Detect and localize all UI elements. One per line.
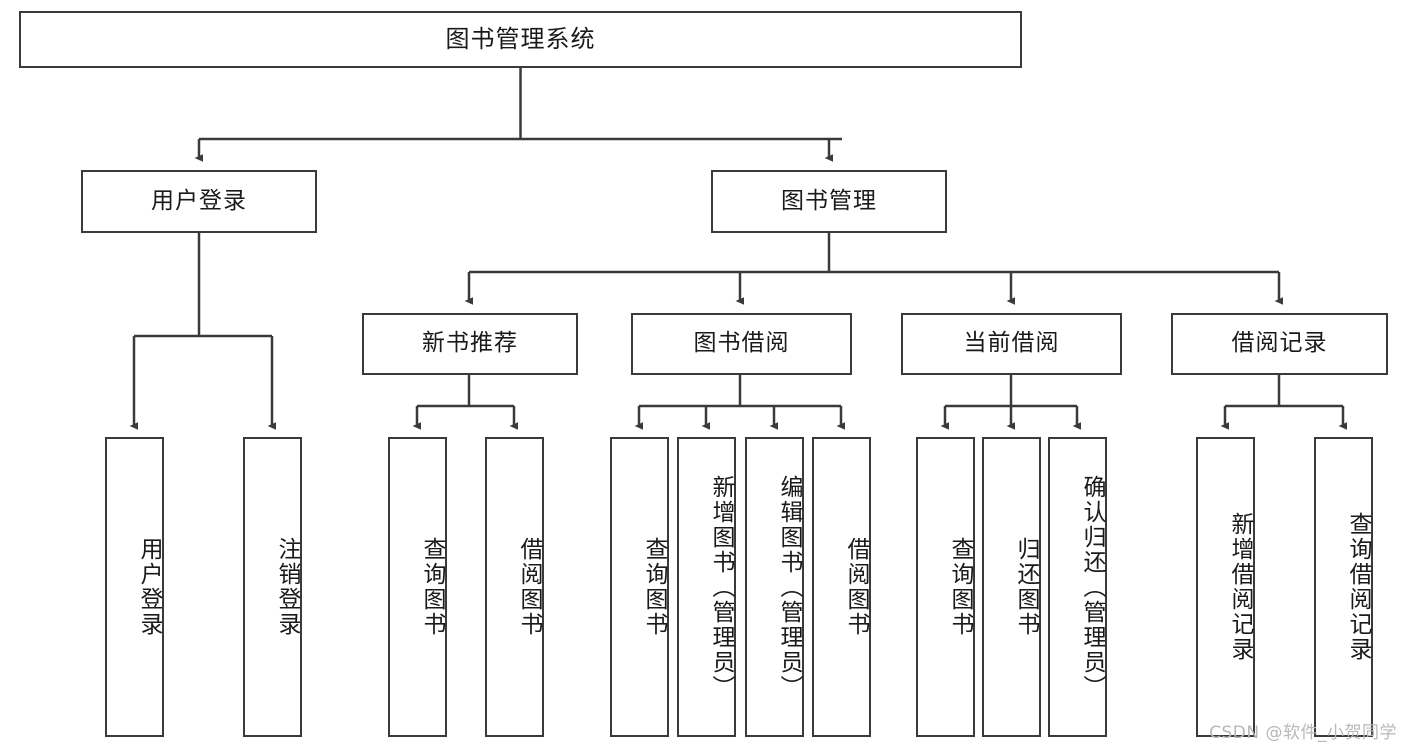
- leaf-return-book[interactable]: 归还图书: [982, 437, 1041, 737]
- leaf-borrow-book-1-label: 借阅图书: [516, 537, 542, 637]
- node-root-label: 图书管理系统: [445, 25, 596, 54]
- leaf-user-login[interactable]: 用户登录: [105, 437, 164, 737]
- leaf-query-book-1[interactable]: 查询图书: [388, 437, 447, 737]
- leaf-user-login-label: 用户登录: [136, 537, 162, 637]
- leaf-query-book-2-label: 查询图书: [641, 537, 667, 637]
- node-user-login[interactable]: 用户登录: [81, 170, 317, 233]
- leaf-query-record[interactable]: 查询借阅记录: [1314, 437, 1373, 737]
- leaf-edit-book-label: 编辑图书（管理员）: [776, 474, 802, 700]
- node-borrow-record-label: 借阅记录: [1231, 330, 1328, 357]
- node-borrow-record[interactable]: 借阅记录: [1171, 313, 1388, 375]
- leaf-add-record-label: 新增借阅记录: [1227, 512, 1253, 662]
- leaf-query-record-label: 查询借阅记录: [1345, 512, 1371, 662]
- leaf-add-record[interactable]: 新增借阅记录: [1196, 437, 1255, 737]
- leaf-add-book-label: 新增图书（管理员）: [708, 474, 734, 700]
- leaf-borrow-book-2-label: 借阅图书: [843, 537, 869, 637]
- leaf-query-book-2[interactable]: 查询图书: [610, 437, 669, 737]
- node-new-book-rec[interactable]: 新书推荐: [362, 313, 578, 375]
- leaf-query-book-3[interactable]: 查询图书: [916, 437, 975, 737]
- watermark: CSDN @软件_小贺同学: [1209, 723, 1397, 743]
- node-book-manage-label: 图书管理: [781, 187, 877, 214]
- node-current-borrow[interactable]: 当前借阅: [901, 313, 1122, 375]
- node-book-manage[interactable]: 图书管理: [711, 170, 947, 233]
- leaf-confirm-return-label: 确认归还（管理员）: [1079, 474, 1105, 700]
- leaf-add-book[interactable]: 新增图书（管理员）: [677, 437, 736, 737]
- node-new-book-rec-label: 新书推荐: [422, 330, 518, 357]
- leaf-edit-book[interactable]: 编辑图书（管理员）: [745, 437, 804, 737]
- leaf-user-logout[interactable]: 注销登录: [243, 437, 302, 737]
- node-user-login-label: 用户登录: [151, 187, 247, 214]
- leaf-borrow-book-2[interactable]: 借阅图书: [812, 437, 871, 737]
- leaf-borrow-book-1[interactable]: 借阅图书: [485, 437, 544, 737]
- leaf-query-book-1-label: 查询图书: [419, 537, 445, 637]
- leaf-query-book-3-label: 查询图书: [947, 537, 973, 637]
- node-book-borrow[interactable]: 图书借阅: [631, 313, 852, 375]
- leaf-user-logout-label: 注销登录: [274, 537, 300, 637]
- node-root[interactable]: 图书管理系统: [19, 11, 1022, 68]
- leaf-confirm-return[interactable]: 确认归还（管理员）: [1048, 437, 1107, 737]
- node-book-borrow-label: 图书借阅: [693, 330, 790, 357]
- leaf-return-book-label: 归还图书: [1013, 537, 1039, 637]
- node-current-borrow-label: 当前借阅: [963, 330, 1060, 357]
